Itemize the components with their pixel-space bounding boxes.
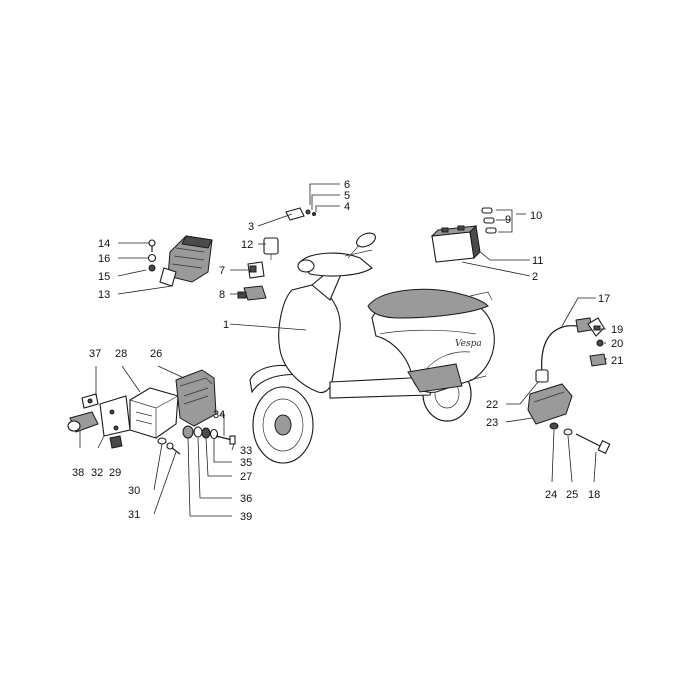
switch-part-8 <box>237 285 267 301</box>
ignition-coil-23 <box>527 383 573 425</box>
scooter-badge: Vespa <box>455 339 482 349</box>
callout-39: 39 <box>240 511 252 523</box>
callout-13: 13 <box>98 289 110 301</box>
leader-lines <box>79 183 607 517</box>
callout-32: 32 <box>91 467 103 479</box>
callout-3: 3 <box>248 221 254 233</box>
clip-37 <box>81 393 99 409</box>
callout-5: 5 <box>344 190 350 202</box>
callout-19: 19 <box>611 324 623 336</box>
callout-14: 14 <box>98 238 110 250</box>
mirror <box>356 232 376 248</box>
nut-20 <box>596 339 604 347</box>
battery <box>430 224 481 263</box>
cdi-box-28 <box>129 387 179 439</box>
connector-part-3 <box>285 207 316 221</box>
washer-24 <box>549 422 559 430</box>
washer-30 <box>157 437 167 445</box>
callout-4: 4 <box>344 201 350 213</box>
grommet-39 <box>182 425 194 439</box>
callout-20: 20 <box>611 338 623 350</box>
relay-part-12 <box>263 237 279 260</box>
callout-28: 28 <box>115 348 127 360</box>
callout-6: 6 <box>344 179 350 191</box>
clamp-38 <box>67 411 99 433</box>
callout-9: 9 <box>505 214 511 226</box>
washer-35 <box>209 428 219 440</box>
callout-27: 27 <box>240 471 252 483</box>
connector-22 <box>535 369 549 383</box>
callout-1: 1 <box>223 319 229 331</box>
voltage-regulator <box>159 235 213 287</box>
callout-37: 37 <box>89 348 101 360</box>
callout-25: 25 <box>566 489 578 501</box>
callout-labels: 1 2 3 4 5 6 7 8 9 10 11 12 13 14 15 16 1… <box>72 179 623 523</box>
spacer-36 <box>193 426 203 438</box>
regulator-screw-14 <box>148 239 156 252</box>
bolt-33 <box>215 435 236 445</box>
nut-15 <box>148 264 156 272</box>
fuses <box>481 207 497 234</box>
callout-18: 18 <box>588 489 600 501</box>
callout-29: 29 <box>109 467 121 479</box>
callout-16: 16 <box>98 253 110 265</box>
callout-10: 10 <box>530 210 542 222</box>
callout-34: 34 <box>213 409 225 421</box>
hv-cable-17 <box>541 317 593 375</box>
callout-15: 15 <box>98 271 110 283</box>
callout-26: 26 <box>150 348 162 360</box>
callout-11: 11 <box>532 255 543 267</box>
callout-2: 2 <box>532 271 538 283</box>
callout-12: 12 <box>241 239 253 251</box>
seat <box>367 288 489 319</box>
leg-shield <box>278 284 341 394</box>
callout-38: 38 <box>72 467 84 479</box>
callout-21: 21 <box>611 355 623 367</box>
washer-16 <box>147 253 157 263</box>
bolt-18 <box>575 433 611 454</box>
callout-30: 30 <box>128 485 140 497</box>
switch-part-7 <box>247 261 265 279</box>
screw-31 <box>166 442 181 455</box>
bracket-32 <box>99 395 131 437</box>
washer-27 <box>201 427 211 439</box>
callout-31: 31 <box>128 509 140 521</box>
cover-26 <box>175 369 217 427</box>
callout-17: 17 <box>598 293 610 305</box>
callout-22: 22 <box>486 399 498 411</box>
scooter-illustration: Vespa <box>249 232 495 464</box>
callout-24: 24 <box>545 489 557 501</box>
nut-29 <box>109 435 123 449</box>
callout-23: 23 <box>486 417 498 429</box>
handlebar <box>299 252 373 277</box>
cap-21 <box>589 353 607 367</box>
callout-8: 8 <box>219 289 225 301</box>
washer-25 <box>563 428 573 436</box>
spark-plug-cap-19 <box>587 317 605 337</box>
callout-36: 36 <box>240 493 252 505</box>
callout-7: 7 <box>219 265 225 277</box>
callout-33: 33 <box>240 445 252 457</box>
callout-35: 35 <box>240 457 252 469</box>
